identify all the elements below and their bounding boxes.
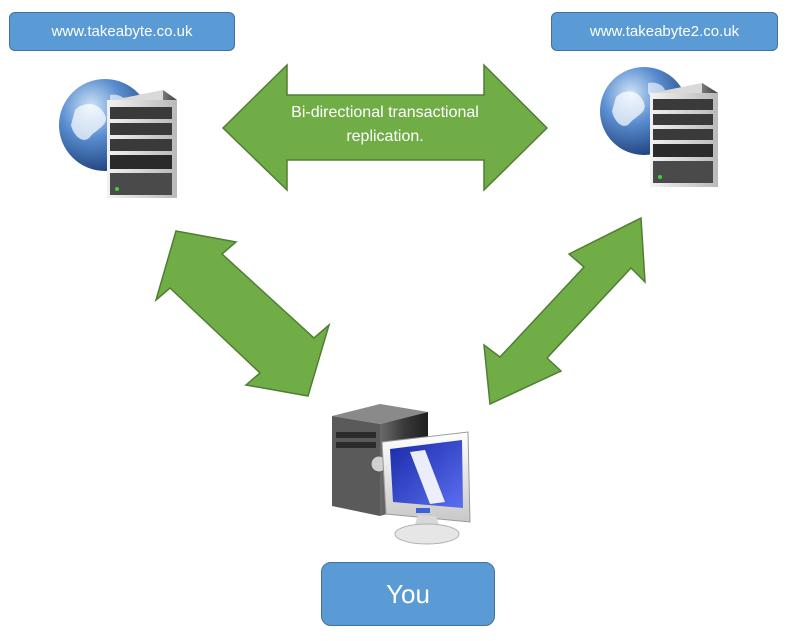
server-label-takeabyte2: www.takeabyte2.co.uk <box>551 12 778 51</box>
globe-server-icon <box>59 79 177 198</box>
replication-caption: Bi-directional transactional replication… <box>270 101 500 149</box>
server-hostname: www.takeabyte.co.uk <box>51 23 193 40</box>
globe-server-icon <box>600 67 718 187</box>
left-connection-arrow <box>154 230 331 397</box>
desktop-computer-icon <box>332 404 471 545</box>
replication-arrow <box>221 63 549 192</box>
caption-line: Bi-directional transactional <box>291 104 479 121</box>
server-label-takeabyte: www.takeabyte.co.uk <box>9 12 235 51</box>
server-hostname: www.takeabyte2.co.uk <box>589 23 740 40</box>
client-label-text: You <box>386 578 430 609</box>
right-connection-arrow <box>483 216 646 406</box>
client-label: You <box>321 562 495 626</box>
caption-line: replication. <box>346 128 424 145</box>
